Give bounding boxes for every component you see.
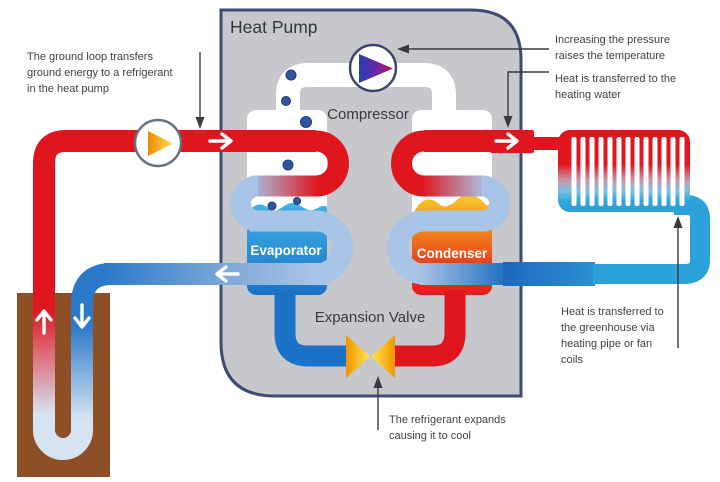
ground-return-leg xyxy=(71,325,93,420)
refrigerant-hot-pipe xyxy=(393,290,466,367)
flow-arrows xyxy=(35,132,519,335)
annotation-ground-loop: The ground loop transfers ground energy … xyxy=(27,51,205,129)
annotation-text: The refrigerant expands xyxy=(389,414,506,426)
annotation-text: coils xyxy=(561,354,584,366)
annotation-text: The ground loop transfers xyxy=(27,51,153,63)
arrow-up-icon xyxy=(373,376,383,388)
condenser-coil-pass4 xyxy=(420,263,505,285)
radiator-body xyxy=(558,130,690,212)
arrow-down-icon xyxy=(503,116,513,128)
ground-supply-pipe xyxy=(33,130,316,322)
annotation-pressure: Increasing the pressure raises the tempe… xyxy=(397,34,670,62)
heat-pump-title: Heat Pump xyxy=(230,17,318,37)
flow-arrow-ground-up xyxy=(35,309,53,335)
heating-return-pipe xyxy=(503,262,595,286)
evaporator-coil-pass3 xyxy=(250,210,320,232)
expansion-valve-circuit: Expansion Valve xyxy=(274,290,466,378)
evaporator-coil-loop-hot xyxy=(315,130,349,197)
annotation-text: the greenhouse via xyxy=(561,322,655,334)
annotation-text: raises the temperature xyxy=(555,50,665,62)
circulation-pump xyxy=(133,118,183,168)
vapor-bubbles xyxy=(267,69,312,211)
ground-supply-leg xyxy=(33,310,55,415)
annotation-text: Heat is transferred to the xyxy=(555,73,676,85)
annotation-line xyxy=(507,71,549,116)
radiator xyxy=(530,130,690,212)
annotation-text: Heat is transferred to xyxy=(561,306,664,318)
annotation-greenhouse: Heat is transferred to the greenhouse vi… xyxy=(561,216,683,366)
annotation-expansion: The refrigerant expands causing it to co… xyxy=(373,376,506,442)
annotation-text: ground energy to a refrigerant xyxy=(27,67,173,79)
annotation-text: heating water xyxy=(555,89,621,101)
compressor-label: Compressor xyxy=(327,106,409,123)
flow-arrow-return xyxy=(215,265,240,283)
radiator-fins xyxy=(571,137,685,206)
heating-flow-pipe xyxy=(530,137,562,150)
expansion-valve-right-icon xyxy=(371,335,395,378)
annotation-text: causing it to cool xyxy=(389,430,471,442)
flow-arrow-ground-down xyxy=(73,303,91,329)
flow-arrow-outlet xyxy=(494,132,519,150)
annotation-text: heating pipe or fan xyxy=(561,338,652,350)
expansion-valve-label: Expansion Valve xyxy=(315,309,426,326)
arrow-up-icon xyxy=(673,216,683,228)
expansion-valve-left-icon xyxy=(346,335,370,378)
flow-arrow-inlet xyxy=(208,132,233,150)
heating-return-riser xyxy=(593,195,710,284)
arrow-left-icon xyxy=(397,44,409,54)
annotation-text: in the heat pump xyxy=(27,83,109,95)
compressor-rotor-icon xyxy=(359,54,393,83)
compressor: Compressor xyxy=(327,43,409,123)
refrigerant-cold-pipe xyxy=(274,290,348,367)
arrow-down-icon xyxy=(195,117,205,129)
evaporator-label: Evaporator xyxy=(250,243,322,258)
annotation-text: Increasing the pressure xyxy=(555,34,670,46)
condenser-label: Condenser xyxy=(417,246,488,261)
ground-u-tube xyxy=(33,360,93,460)
ground-loop xyxy=(17,130,316,477)
evaporator-coil-pass2 xyxy=(252,175,318,197)
annotation-heating-water: Heat is transferred to the heating water xyxy=(503,71,676,128)
condenser-coil-loop-right xyxy=(481,175,510,232)
condenser-coil-loop-left xyxy=(387,210,425,285)
condenser-coil-loop-hot xyxy=(391,130,425,197)
evaporator-coil-loop-right xyxy=(315,210,353,285)
pump-rotor-icon xyxy=(148,131,173,156)
condenser-coil-pass2 xyxy=(422,175,486,197)
condenser-coil-pass3 xyxy=(424,210,486,232)
evaporator-coil xyxy=(230,130,353,285)
